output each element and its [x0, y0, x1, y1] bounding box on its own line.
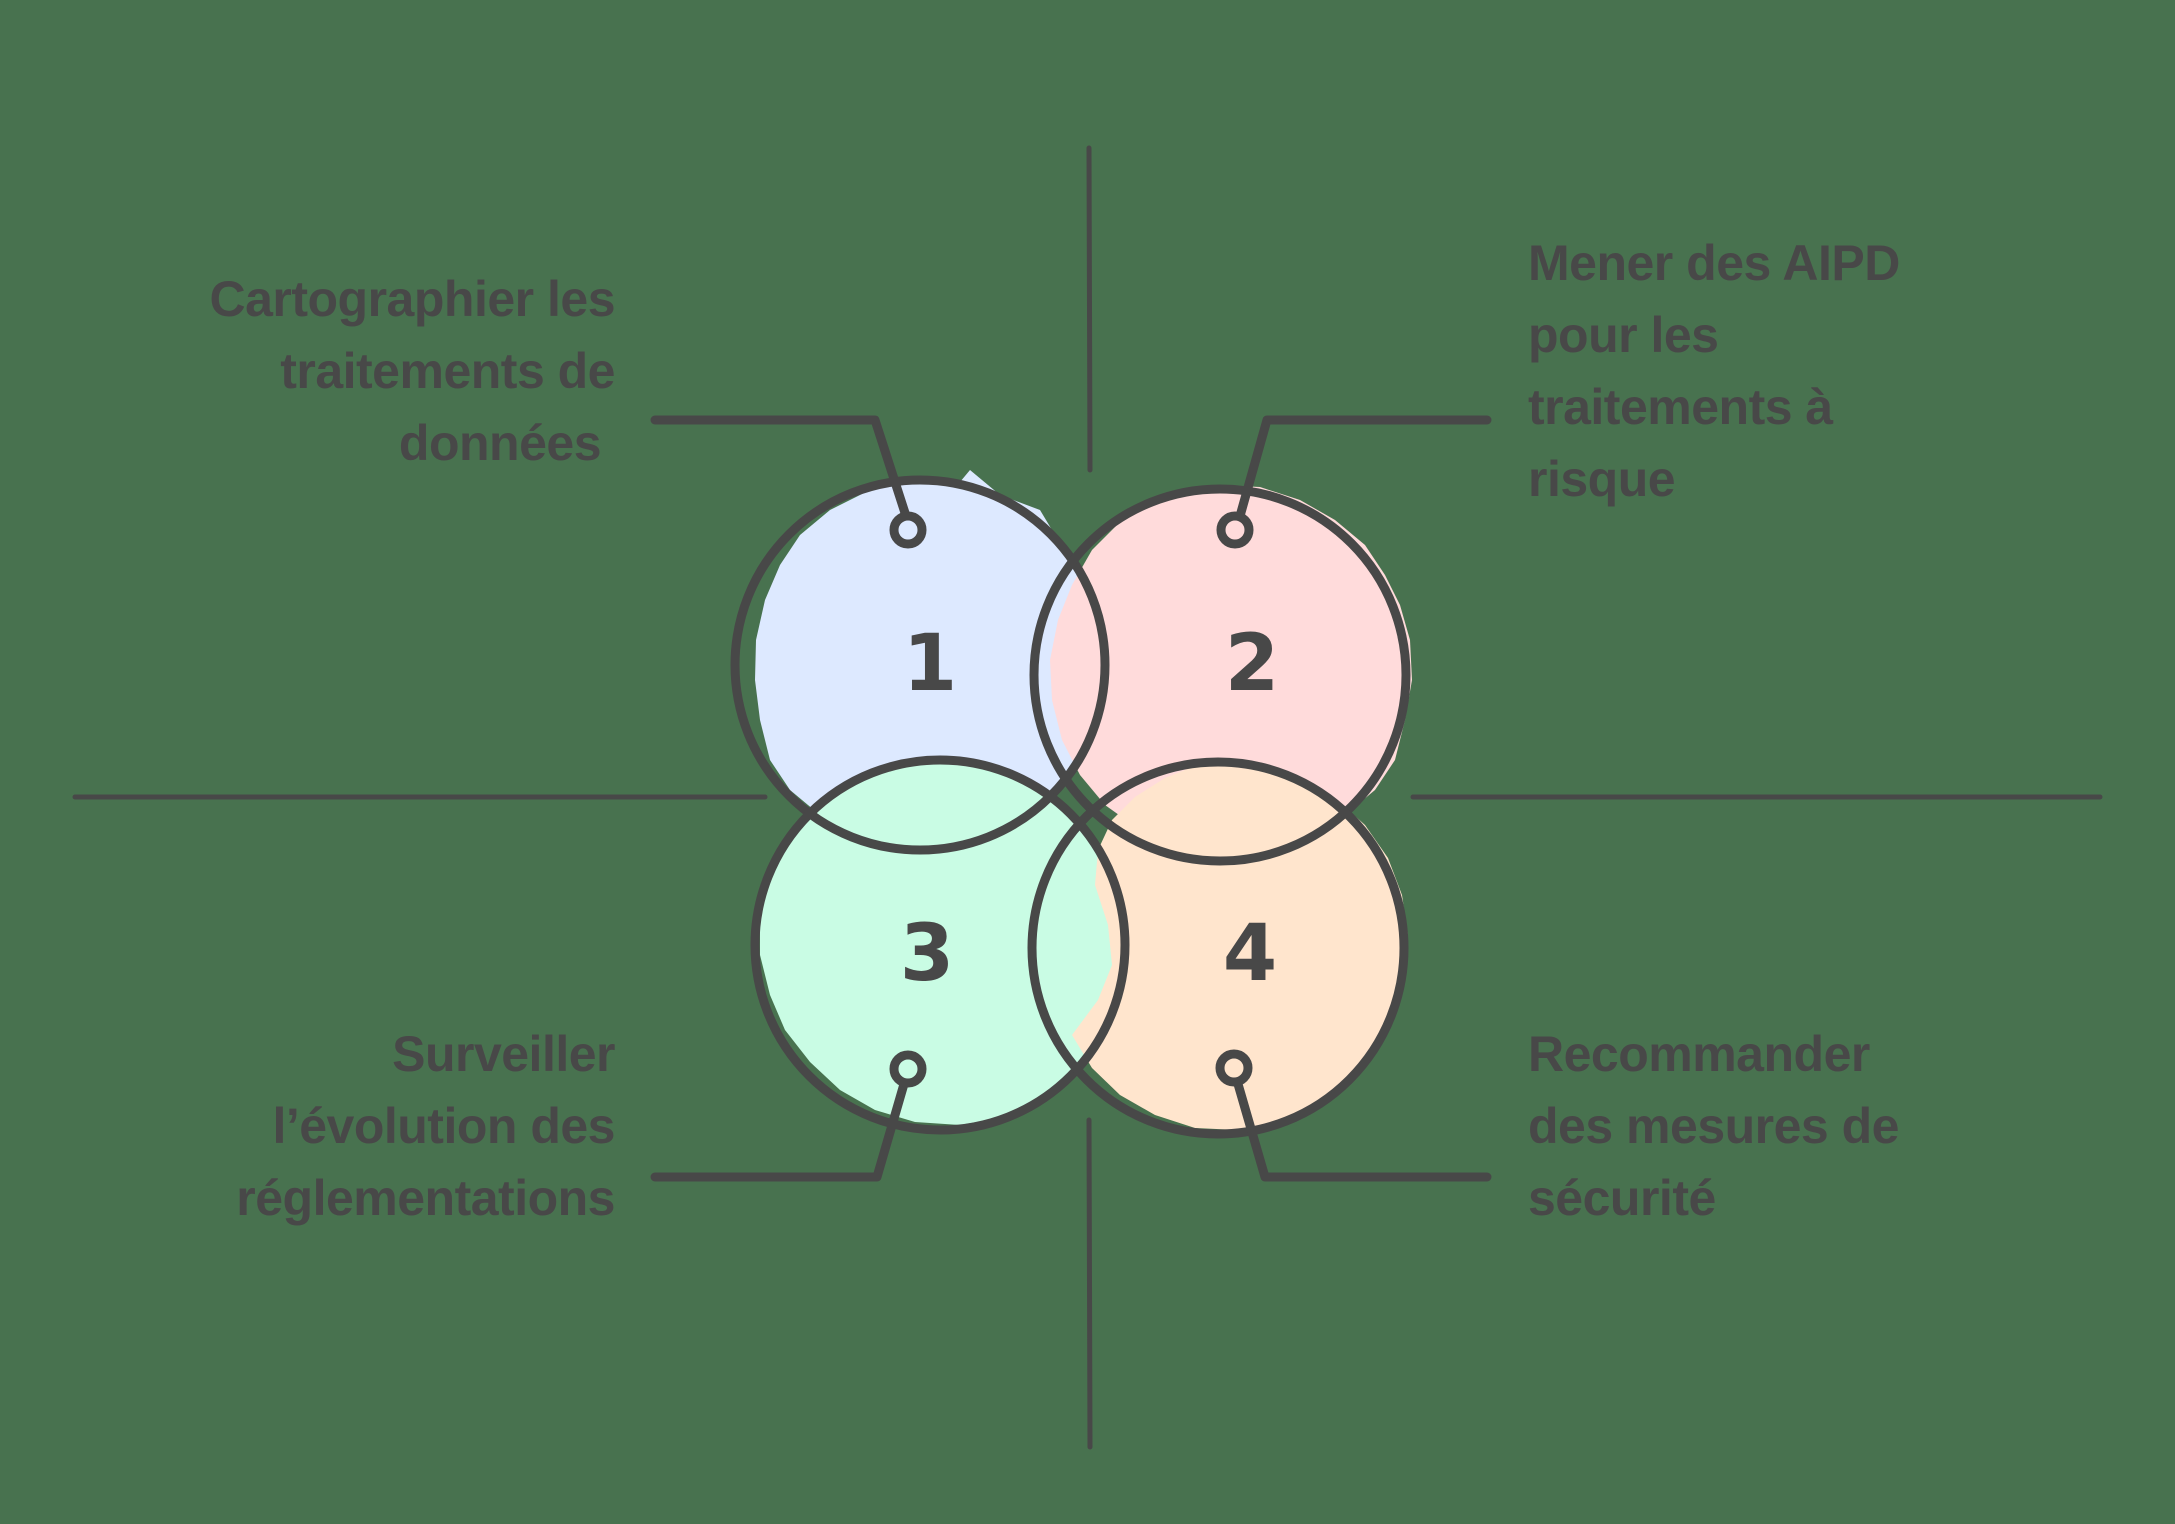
circle-2-outline [1029, 484, 1411, 866]
circle-2-number: 2 [1225, 619, 1279, 709]
label-step-4-line-1: Recommander [1528, 1026, 1870, 1082]
label-step-1-line-2: traitements de [280, 343, 615, 399]
label-step-2-line-2: pour les [1528, 307, 1719, 363]
circle-3-number: 3 [900, 909, 954, 999]
label-step-3: Surveiller l’évolution des réglementatio… [236, 1018, 615, 1234]
circle-1-outline [730, 475, 1110, 855]
connector-1 [650, 415, 911, 521]
circle-3-outline [750, 755, 1130, 1135]
label-step-4-line-3: sécurité [1528, 1170, 1716, 1226]
label-step-3-line-2: l’évolution des [272, 1098, 615, 1154]
connectors [650, 415, 1492, 1182]
connector-2-node-icon [1216, 511, 1254, 549]
label-step-2: Mener des AIPD pour les traitements à ri… [1528, 227, 1900, 515]
circle-4-outline [1027, 757, 1409, 1139]
label-step-3-line-1: Surveiller [392, 1026, 615, 1082]
circle-1-number: 1 [903, 619, 957, 709]
axis-vertical-bottom [1086, 1117, 1093, 1450]
connector-4-node-icon [1215, 1049, 1253, 1087]
label-step-3-line-3: réglementations [236, 1170, 615, 1226]
connector-3 [650, 1079, 909, 1182]
connector-4 [1233, 1079, 1492, 1182]
label-step-4-line-2: des mesures de [1528, 1098, 1899, 1154]
quadrant-axes [72, 145, 2103, 1450]
label-step-1: Cartographier les traitements de données [209, 263, 615, 479]
label-step-2-line-3: traitements à [1528, 379, 1833, 435]
label-step-1-line-3: données [398, 415, 602, 471]
label-step-2-line-1: Mener des AIPD [1528, 235, 1900, 291]
circle-fills [755, 470, 1412, 1130]
label-step-4: Recommander des mesures de sécurité [1528, 1018, 1899, 1234]
connector-2 [1235, 415, 1492, 521]
circle-1-fill [755, 470, 1100, 850]
circle-outlines [730, 475, 1411, 1139]
axis-vertical-top [1086, 145, 1093, 473]
connector-3-node-icon [889, 1050, 927, 1088]
circle-3-fill [760, 760, 1128, 1125]
circle-4-number: 4 [1223, 909, 1277, 999]
label-step-2-line-4: risque [1528, 451, 1676, 507]
label-step-1-line-1: Cartographier les [209, 271, 615, 327]
circle-numbers: 1 2 3 4 [900, 619, 1279, 999]
connector-1-node-icon [889, 511, 927, 549]
circle-2-fill [1050, 485, 1412, 852]
